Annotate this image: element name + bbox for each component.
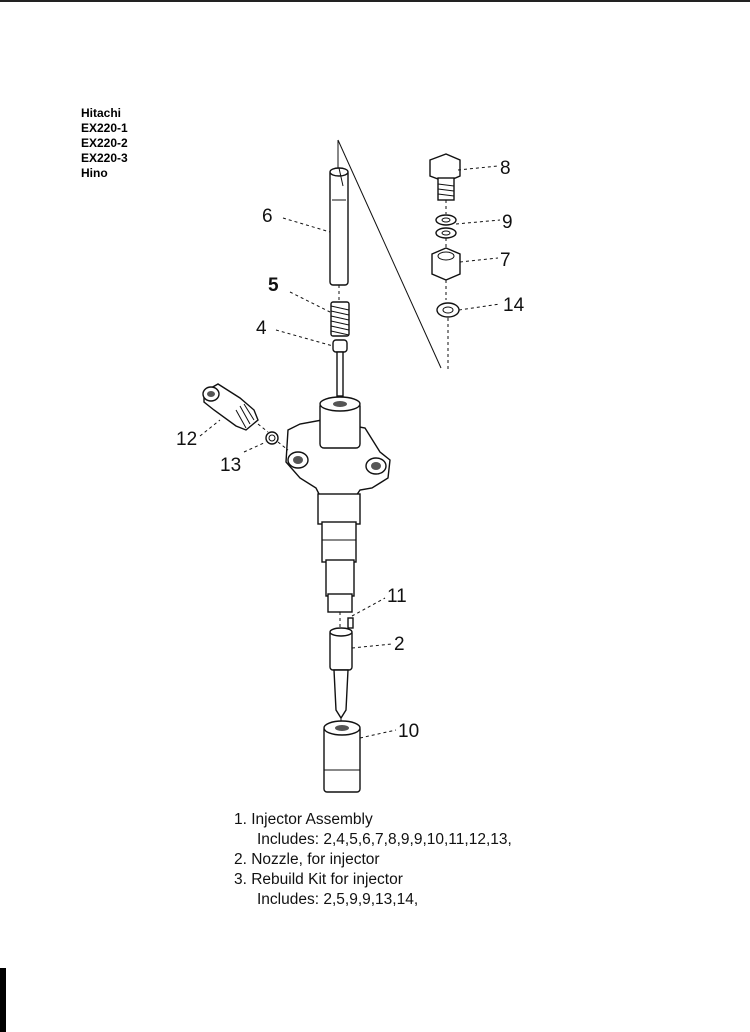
model-list: Hitachi EX220-1 EX220-2 EX220-3 Hino <box>81 106 128 181</box>
callout-12: 12 <box>176 429 197 450</box>
model-item: Hino <box>81 166 108 180</box>
part-7-nut <box>431 247 461 300</box>
callout-9: 9 <box>502 212 513 233</box>
part-6-push-rod <box>329 167 349 300</box>
model-item: EX220-1 <box>81 121 128 135</box>
part-13-o-ring <box>265 431 289 451</box>
callout-5: 5 <box>268 275 279 296</box>
part-8-bolt <box>429 153 461 214</box>
part-14-seal-washer <box>436 302 460 318</box>
model-item: Hitachi <box>81 106 122 120</box>
parts-list-item: 1. Injector Assembly <box>234 811 373 828</box>
part-5-spring <box>330 301 350 337</box>
callout-6: 6 <box>262 206 273 227</box>
scan-edge-bar <box>0 968 6 1032</box>
callout-leaders <box>199 165 501 739</box>
callout-8: 8 <box>500 158 511 179</box>
part-11-pin <box>339 612 354 629</box>
callout-7: 7 <box>500 250 511 271</box>
model-item: EX220-2 <box>81 136 128 150</box>
part-10-retaining-nut <box>323 720 361 793</box>
parts-list-item: Includes: 2,5,9,9,13,14, <box>257 891 419 908</box>
top-border <box>0 0 750 2</box>
callout-2: 2 <box>394 634 405 655</box>
callout-4: 4 <box>256 318 267 339</box>
parts-list: 1. Injector Assembly Includes: 2,4,5,6,7… <box>234 810 512 910</box>
parts-list-item: Includes: 2,4,5,6,7,8,9,9,10,11,12,13, <box>257 831 512 848</box>
part-9-washers <box>435 214 457 248</box>
callout-14: 14 <box>503 295 525 316</box>
callout-13: 13 <box>220 455 241 476</box>
parts-list-item: 3. Rebuild Kit for injector <box>234 871 403 888</box>
injector-body <box>285 396 391 613</box>
part-2-nozzle <box>329 627 353 726</box>
model-item: EX220-3 <box>81 151 128 165</box>
callout-10: 10 <box>398 721 419 742</box>
callout-11: 11 <box>387 586 407 607</box>
parts-list-item: 2. Nozzle, for injector <box>234 851 380 868</box>
part-4-spring-seat <box>332 339 348 404</box>
part-12-inlet-connector <box>202 383 269 433</box>
